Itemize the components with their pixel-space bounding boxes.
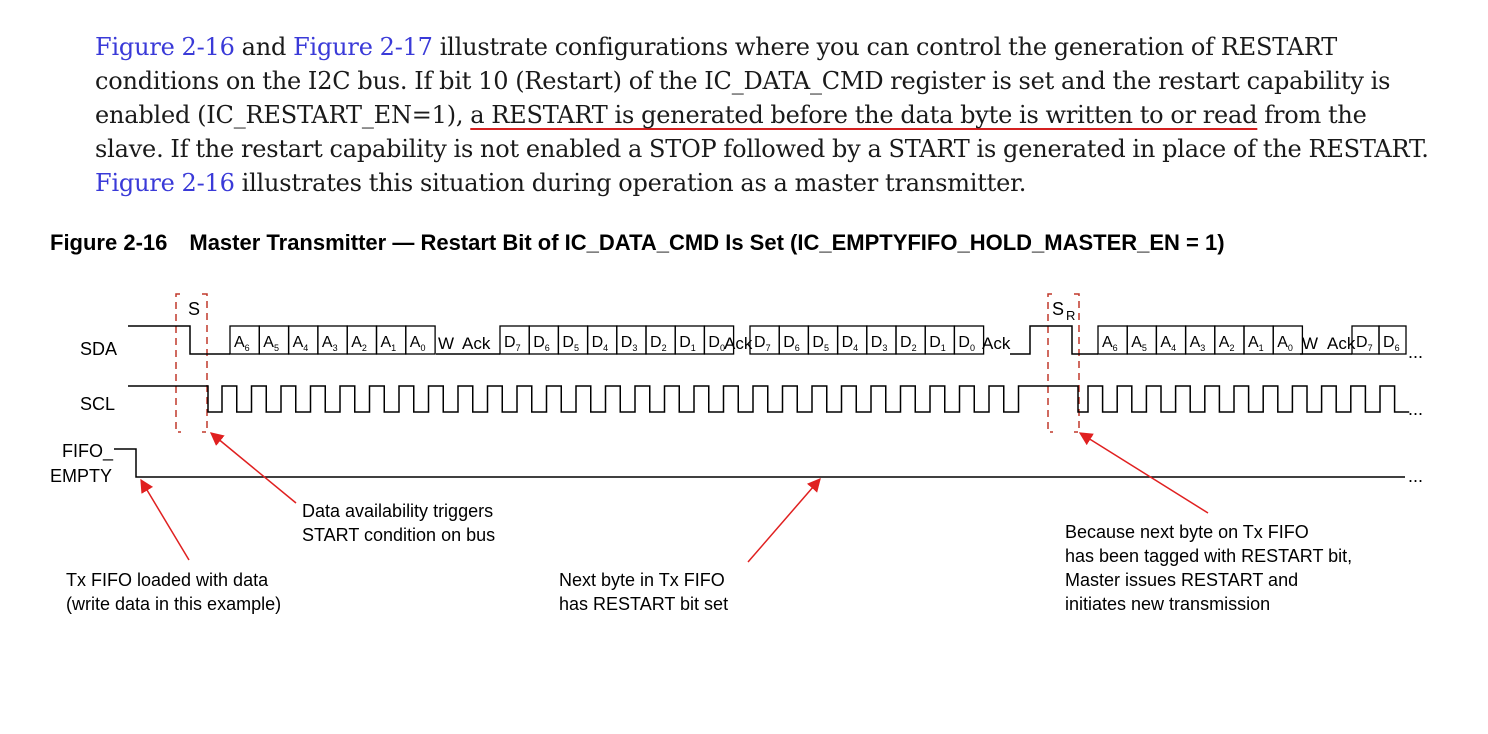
arrow-next-byte <box>747 477 821 563</box>
addr2-bit-2-label: A4 <box>1160 334 1176 353</box>
figure-title: Master Transmitter — Restart Bit of IC_D… <box>189 230 1225 255</box>
addr2-bit-4-label: A2 <box>1219 334 1235 353</box>
arrow-restart <box>1078 432 1209 514</box>
write-bit-1: W <box>438 334 454 353</box>
restart-box-right <box>1074 293 1080 433</box>
annotation-restart-line3: Master issues RESTART and <box>1065 570 1298 590</box>
fifo-empty-label-line1: FIFO_ <box>62 441 114 462</box>
data1-bit-1-label: D6 <box>533 334 550 353</box>
start-marker: S <box>188 299 200 319</box>
addr-bit-4-label: A2 <box>351 334 367 353</box>
data2-bit-2-label: D5 <box>812 334 829 353</box>
arrow-fifo-loaded <box>140 478 190 561</box>
data3-bit-0-label: D7 <box>1356 334 1373 353</box>
data2-bit-1-label: D6 <box>783 334 800 353</box>
fifo-continuation: ... <box>1408 466 1423 486</box>
restart-box-left <box>1047 293 1053 433</box>
addr-bit-2-label: A4 <box>293 334 309 353</box>
data1-bit-6-label: D1 <box>679 334 696 353</box>
addr-bit-3-label: A3 <box>322 334 338 353</box>
start-box-right <box>202 293 208 433</box>
restart-marker-s: S <box>1052 299 1064 319</box>
restart-marker-r: R <box>1066 308 1075 323</box>
sda-continuation: ... <box>1408 342 1423 362</box>
sda-trace <box>128 325 1352 355</box>
ack-4: Ack <box>1327 334 1356 353</box>
fifo-empty-trace <box>114 448 1405 478</box>
figure-number: Figure 2-16 <box>50 230 168 255</box>
write-bit-2: W <box>1302 334 1318 353</box>
ack-2: Ack <box>724 334 753 353</box>
data1-bit-4-label: D3 <box>621 334 638 353</box>
data1-bit-7-label: D0 <box>708 334 725 353</box>
annotation-start-trigger: Data availability triggers START conditi… <box>302 501 498 545</box>
annotation-next-byte: Next byte in Tx FIFO has RESTART bit set <box>559 570 730 614</box>
data1-bit-3-label: D4 <box>592 334 609 353</box>
data2-bit-0-label: D7 <box>754 334 771 353</box>
scl-trace <box>128 385 1410 413</box>
scl-label: SCL <box>80 394 115 414</box>
addr2-bit-6-cell <box>1272 325 1304 355</box>
annotation-fifo-loaded-line1: Tx FIFO loaded with data <box>66 570 269 590</box>
annotation-restart-line1: Because next byte on Tx FIFO <box>1065 522 1309 542</box>
ack-3: Ack <box>982 334 1011 353</box>
annotation-next-byte-line2: has RESTART bit set <box>559 594 728 614</box>
addr-bit-0-label: A6 <box>234 334 250 353</box>
addr-bit-6-cell <box>405 325 436 355</box>
figure-2-16-link[interactable]: Figure 2-16 <box>95 33 235 61</box>
addr2-bit-5-label: A1 <box>1248 334 1264 353</box>
data3-bit-1-cell <box>1378 325 1407 355</box>
scl-waveform <box>128 385 1410 413</box>
arrow-start-trigger <box>209 432 297 504</box>
data1-bit-2-label: D5 <box>562 334 579 353</box>
annotation-restart: Because next byte on Tx FIFO has been ta… <box>1065 522 1357 614</box>
data2-bit-7-label: D0 <box>958 334 975 353</box>
addr-bit-6-label: A0 <box>410 334 426 353</box>
paragraph-text-3: illustrates this situation during operat… <box>241 169 1027 197</box>
sda-label: SDA <box>80 339 117 359</box>
annotation-next-byte-line1: Next byte in Tx FIFO <box>559 570 725 590</box>
data2-bit-3-label: D4 <box>842 334 859 353</box>
annotation-fifo-loaded: Tx FIFO loaded with data (write data in … <box>66 570 281 614</box>
body-paragraph: Figure 2-16 and Figure 2-17 illustrate c… <box>95 30 1435 200</box>
data2-bit-5-label: D2 <box>900 334 917 353</box>
data2-bit-7-cell <box>953 325 985 355</box>
figure-caption: Figure 2-16 Master Transmitter — Restart … <box>50 230 1225 256</box>
addr2-bit-3-label: A3 <box>1190 334 1206 353</box>
start-box-left <box>175 293 181 433</box>
addr-bit-1-label: A5 <box>263 334 279 353</box>
data1-bit-0-label: D7 <box>504 334 521 353</box>
figure-2-16-link-2[interactable]: Figure 2-16 <box>95 169 235 197</box>
data1-bit-5-label: D2 <box>650 334 667 353</box>
annotation-restart-line4: initiates new transmission <box>1065 594 1270 614</box>
paragraph-text-2: from the slave. If the restart capabilit… <box>95 101 1429 163</box>
data3-bit-1-label: D6 <box>1383 334 1400 353</box>
ack-1: Ack <box>462 334 491 353</box>
data2-bit-6-label: D1 <box>929 334 946 353</box>
data1-bit-7-cell <box>703 325 735 355</box>
underlined-phrase: a RESTART is generated before the data b… <box>470 101 1258 129</box>
scl-continuation: ... <box>1408 399 1423 419</box>
paragraph-text-1: illustrate configurations where you can … <box>95 33 1391 129</box>
paragraph-and: and <box>241 33 287 61</box>
addr2-bit-0-label: A6 <box>1102 334 1118 353</box>
annotation-restart-line2: has been tagged with RESTART bit, <box>1065 546 1352 566</box>
annotation-start-trigger-line1: Data availability triggers <box>302 501 493 521</box>
fifo-empty-label-line2: EMPTY <box>50 466 112 486</box>
addr2-bit-6-label: A0 <box>1277 334 1293 353</box>
sda-waveform <box>128 325 1352 355</box>
annotation-fifo-loaded-line2: (write data in this example) <box>66 594 281 614</box>
figure-2-17-link[interactable]: Figure 2-17 <box>293 33 433 61</box>
addr2-bit-1-label: A5 <box>1131 334 1147 353</box>
addr-bit-5-label: A1 <box>381 334 397 353</box>
data2-bit-4-label: D3 <box>871 334 888 353</box>
annotation-start-trigger-line2: START condition on bus <box>302 525 495 545</box>
